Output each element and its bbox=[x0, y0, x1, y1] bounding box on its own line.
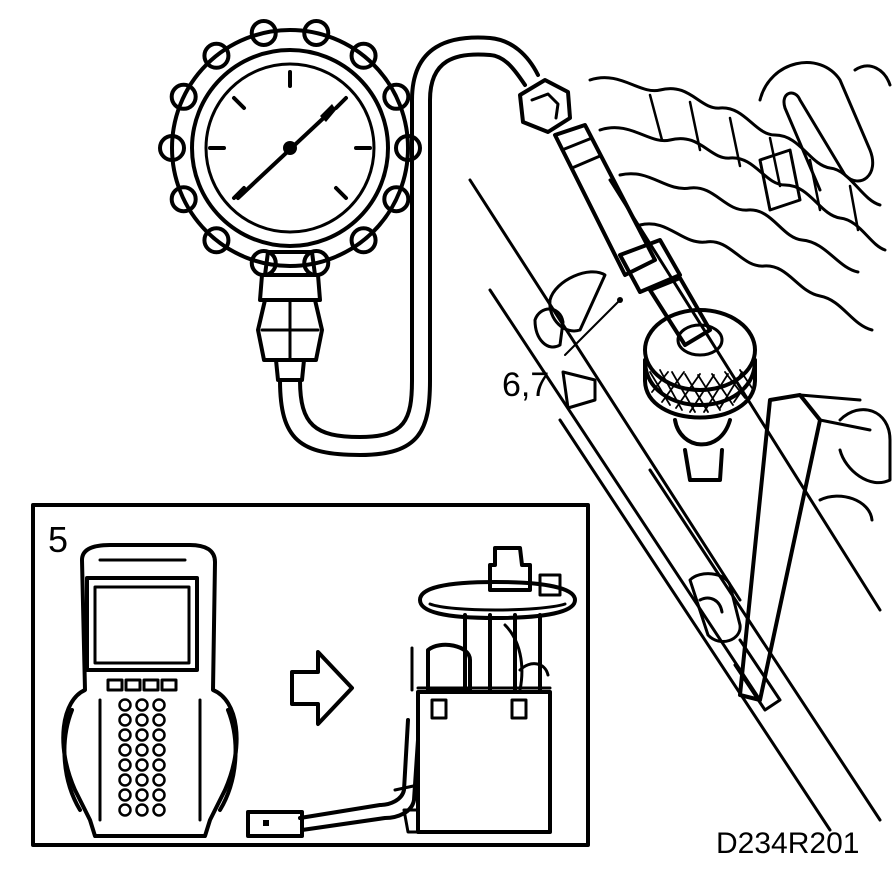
keypad-button bbox=[135, 773, 149, 787]
keypad-button bbox=[152, 743, 166, 757]
bezel-bump bbox=[382, 185, 411, 214]
keypad-button bbox=[118, 698, 132, 712]
keypad-button bbox=[152, 713, 166, 727]
keypad-button bbox=[135, 743, 149, 757]
keypad-button bbox=[118, 788, 132, 802]
keypad-button bbox=[152, 698, 166, 712]
keypad-button bbox=[152, 758, 166, 772]
inset-step-number: 5 bbox=[48, 519, 68, 560]
bezel-bump bbox=[169, 82, 198, 111]
keypad-button bbox=[118, 758, 132, 772]
keypad bbox=[118, 698, 166, 817]
figure-id: D234R201 bbox=[716, 827, 859, 860]
keypad-button bbox=[135, 728, 149, 742]
keypad-button bbox=[118, 728, 132, 742]
inset-panel: 5 bbox=[31, 503, 590, 847]
engine-fuel-rail bbox=[468, 61, 892, 832]
keypad-button bbox=[135, 788, 149, 802]
arrow-right-icon bbox=[290, 650, 354, 726]
keypad-button bbox=[135, 758, 149, 772]
keypad-button bbox=[152, 773, 166, 787]
fuel-pump-module-icon bbox=[246, 546, 577, 838]
keypad-button bbox=[118, 713, 132, 727]
keypad-button bbox=[118, 743, 132, 757]
keypad-button bbox=[135, 803, 149, 817]
bezel-bump bbox=[302, 18, 331, 47]
bezel-bump bbox=[349, 41, 378, 70]
bezel-bump bbox=[382, 82, 411, 111]
bezel-bump bbox=[249, 18, 278, 47]
pressure-hose bbox=[278, 35, 540, 457]
keypad-button bbox=[152, 788, 166, 802]
keypad-button bbox=[118, 773, 132, 787]
test-valve-adapter bbox=[518, 78, 757, 482]
handheld-diagnostic-tool-icon bbox=[61, 543, 239, 838]
bezel-bump bbox=[169, 185, 198, 214]
bezel-bump bbox=[202, 41, 231, 70]
keypad-button bbox=[135, 698, 149, 712]
bezel-bump bbox=[349, 226, 378, 255]
bezel-bump bbox=[202, 226, 231, 255]
keypad-button bbox=[135, 713, 149, 727]
keypad-button bbox=[118, 803, 132, 817]
callout-label: 6,7 bbox=[502, 366, 549, 404]
pressure-gauge-icon bbox=[158, 18, 422, 382]
keypad-button bbox=[152, 728, 166, 742]
keypad-button bbox=[152, 803, 166, 817]
callout-tab bbox=[561, 370, 597, 410]
